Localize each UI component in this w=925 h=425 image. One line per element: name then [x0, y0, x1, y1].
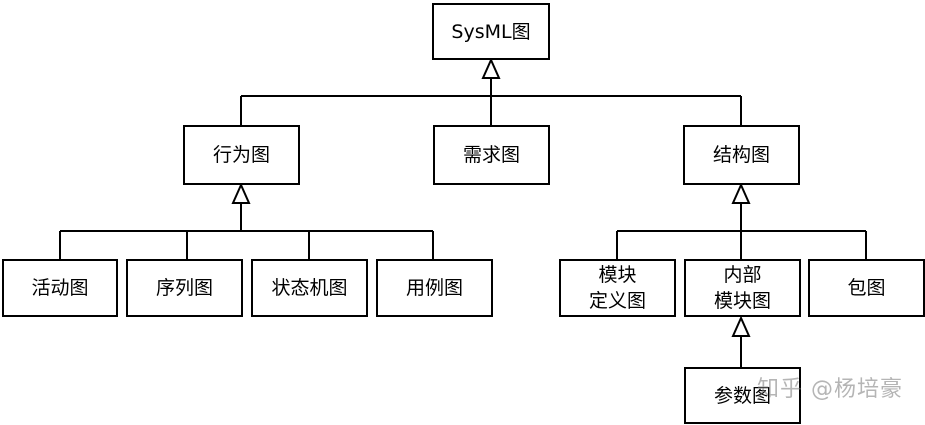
node-activity-diagram: 活动图: [2, 259, 118, 317]
node-label: 结构图: [712, 144, 770, 166]
watermark: 知乎 @杨培豪: [757, 377, 903, 402]
node-parametric-diagram: 参数图: [684, 367, 801, 424]
node-package-diagram: 包图: [808, 259, 925, 317]
node-block-definition-diagram: 模块 定义图: [559, 259, 676, 317]
generalization-arrow-structure: [731, 182, 751, 204]
node-label: 序列图: [155, 277, 213, 299]
node-label: 包图: [847, 277, 886, 299]
node-label: 模块 定义图: [588, 264, 646, 312]
node-requirement-diagram: 需求图: [433, 125, 550, 185]
node-behavior-diagram: 行为图: [183, 125, 300, 185]
generalization-arrow-sysml: [481, 57, 501, 79]
node-label: 内部 模块图: [713, 264, 771, 312]
node-sequence-diagram: 序列图: [126, 259, 243, 317]
node-structure-diagram: 结构图: [683, 125, 800, 185]
node-use-case-diagram: 用例图: [376, 259, 493, 317]
node-internal-block-diagram: 内部 模块图: [684, 259, 801, 317]
generalization-arrow-internal-block: [731, 315, 751, 337]
node-label: 状态机图: [271, 277, 348, 299]
node-label: 行为图: [212, 144, 270, 166]
node-state-machine-diagram: 状态机图: [251, 259, 368, 317]
node-label: 参数图: [713, 384, 771, 407]
node-sysml-diagram: SysML图: [432, 3, 550, 60]
node-label: 需求图: [462, 144, 520, 166]
node-label: SysML图: [451, 20, 531, 43]
generalization-arrow-behavior: [231, 182, 251, 204]
node-label: 用例图: [405, 277, 463, 299]
node-label: 活动图: [31, 277, 89, 299]
